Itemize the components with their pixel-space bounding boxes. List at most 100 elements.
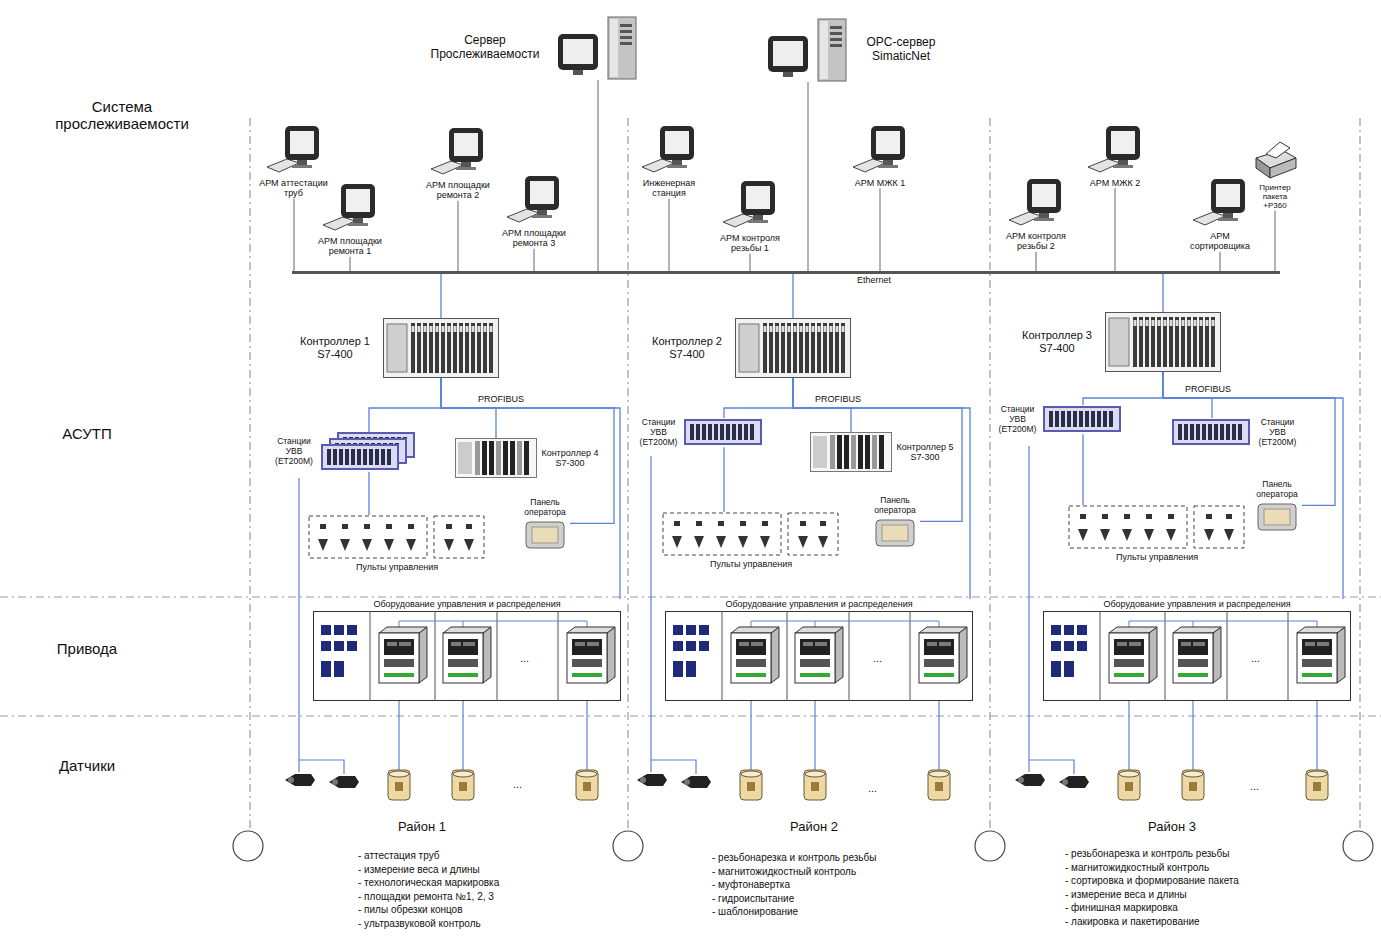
shape-rect: [1196, 424, 1200, 440]
shape-rect: [736, 639, 766, 655]
shape-rect: [472, 326, 475, 332]
shape-rect: [787, 323, 791, 373]
shape-rect: [1157, 317, 1161, 367]
shape-rect: [1085, 411, 1089, 427]
shape-rect: [345, 449, 349, 465]
shape-polygon: [379, 627, 427, 633]
sensor-top: [741, 771, 761, 777]
control-desk-icon: [662, 512, 840, 556]
shape-rect: [458, 442, 472, 474]
shape-rect: [454, 133, 478, 156]
shape-polygon: [771, 627, 779, 683]
shape-rect: [399, 642, 411, 646]
sensor-camera: [1015, 774, 1045, 786]
server-node: OPC-сервер SimaticNet: [768, 18, 951, 82]
shape-line: [722, 611, 723, 701]
shape-rect: [1113, 165, 1133, 168]
sensor-top: [1307, 771, 1327, 777]
shape-rect: [836, 326, 839, 332]
shape-rect: [363, 449, 367, 465]
sensor-camera: [681, 776, 711, 788]
field-wire: [299, 760, 344, 774]
shape-rect: [477, 323, 481, 373]
equipment-band: Оборудование управления и распределения: [313, 599, 621, 701]
sensor-lens: [288, 777, 294, 783]
shape-polygon: [716, 536, 726, 548]
shape-rect: [1258, 504, 1296, 530]
node-label: Сервер Прослеживаемости: [415, 34, 555, 62]
shape-rect: [483, 323, 487, 373]
shape-rect: [782, 326, 785, 332]
shape-rect: [610, 19, 618, 77]
shape-rect: [924, 639, 954, 655]
node-label: Станции УВВ (ET200M): [1255, 418, 1300, 447]
shape-svg: [383, 318, 499, 378]
shape-rect: [608, 17, 636, 79]
control-desk-icon: [1068, 505, 1246, 549]
shape-rect: [357, 449, 361, 465]
sensor-top: [453, 771, 473, 777]
shape-rect: [1200, 320, 1203, 326]
shape-polygon: [1100, 529, 1110, 541]
district-text: - технологическая маркировка: [358, 877, 499, 889]
shape-rect: [314, 612, 621, 701]
sensor-top: [577, 771, 597, 777]
io-station-node: Станции УВВ (ET200M): [995, 405, 1123, 434]
sensor-window: [1125, 782, 1133, 791]
shape-rect: [726, 424, 730, 440]
shape-rect: [1176, 320, 1179, 326]
shape-rect: [411, 323, 415, 373]
node-label: Панель оператора: [1252, 480, 1302, 500]
controller-node: Контроллер 3 S7-400: [1012, 312, 1221, 372]
boundary-circle: [613, 831, 643, 861]
shape-svg: [1007, 178, 1065, 228]
shape-rect: [1175, 317, 1179, 367]
shape-rect: [708, 424, 712, 440]
district-text: ...: [868, 782, 877, 795]
shape-line: [435, 611, 436, 701]
workstation-icon: [1086, 125, 1144, 175]
shape-svg: [313, 611, 621, 701]
shape-polygon: [318, 539, 328, 551]
shape-rect: [1232, 424, 1236, 440]
shape-rect: [1194, 320, 1197, 326]
shape-svg: [735, 318, 851, 378]
server-icon: [768, 18, 848, 82]
sensor-camera: [1059, 776, 1089, 788]
equipment-band: Оборудование управления и распределения: [665, 599, 973, 701]
shape-rect: [776, 326, 779, 332]
shape-rect: [1146, 514, 1152, 519]
sensor-top: [805, 771, 825, 777]
shape-rect: [1061, 411, 1065, 427]
server-icon: [558, 16, 638, 80]
workstation-icon: [265, 125, 323, 175]
shape-rect: [1129, 642, 1141, 646]
shape-rect: [417, 323, 421, 373]
shape-svg: [662, 512, 840, 556]
io-module-icon: [684, 419, 764, 447]
shape-rect: [1034, 218, 1054, 221]
district-text: ...: [1250, 780, 1259, 793]
control-desk-icon: [308, 515, 486, 559]
shape-rect: [750, 424, 754, 440]
shape-polygon: [1270, 158, 1296, 178]
shape-rect: [871, 126, 905, 160]
connector-line: [1163, 372, 1343, 599]
shape-rect: [461, 162, 471, 167]
workstation-icon: [851, 125, 909, 175]
shape-rect: [805, 323, 809, 373]
shape-rect: [353, 218, 363, 223]
shape-rect: [702, 424, 706, 440]
operator-panel-node: Панель оператора: [520, 498, 570, 549]
sensor-lens: [332, 779, 338, 785]
shape-rect: [1027, 179, 1061, 213]
shape-rect: [851, 435, 856, 469]
connector-line: [668, 199, 669, 271]
node-label: Ethernet: [857, 275, 891, 285]
shape-rect: [830, 326, 833, 332]
shape-rect: [1064, 641, 1074, 651]
sensor-window: [395, 782, 403, 791]
controller-node: Контроллер 5 S7-300: [810, 432, 955, 472]
bus-label: PROFIBUS: [478, 394, 524, 404]
connector-line: [293, 199, 294, 271]
